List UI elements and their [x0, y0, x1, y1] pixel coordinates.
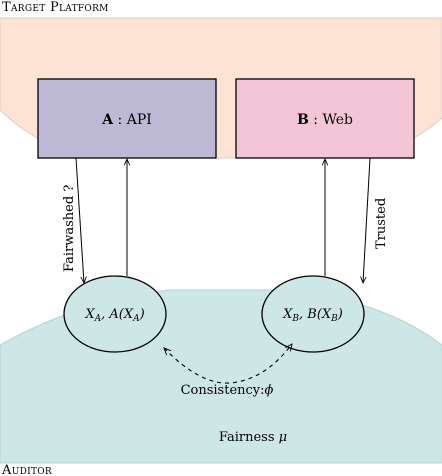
ellipse-a-label: XA, A(XA): [84, 307, 144, 324]
box-b-label: B : Web: [297, 112, 353, 128]
fairness-label: Fairness μ: [219, 430, 287, 445]
fairwashed-label: Fairwashed ?: [62, 185, 77, 272]
trusted-label: Trusted: [374, 198, 389, 249]
target-platform-label: Target Platform: [2, 0, 109, 15]
consistency-label: Consistency:ϕ: [181, 383, 274, 398]
box-b-web: [235, 78, 415, 159]
box-a-api: [37, 78, 217, 159]
arrow-b-to-ellipse: [363, 157, 371, 283]
ellipse-b: [261, 275, 365, 353]
ellipse-a: [63, 275, 167, 353]
box-a-label: A : API: [101, 112, 152, 128]
arrow-a-to-ellipse: [75, 157, 84, 283]
auditor-label: Auditor: [1, 463, 52, 476]
consistency-arc: [164, 344, 292, 384]
ellipse-b-label: XB, B(XB): [282, 307, 343, 324]
